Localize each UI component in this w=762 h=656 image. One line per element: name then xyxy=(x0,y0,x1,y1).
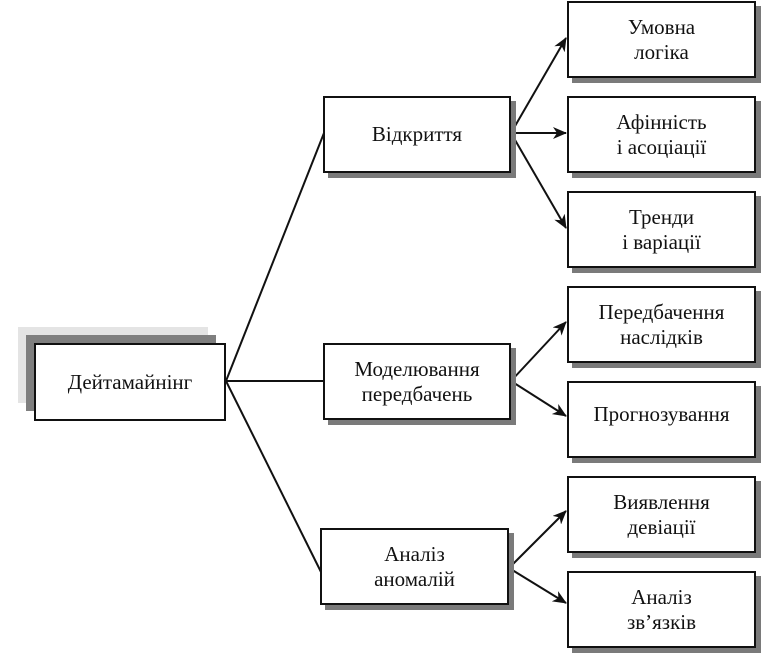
leaf-label-line1: Аналіз xyxy=(631,584,692,609)
leaf-label-line1: Виявлення xyxy=(613,489,710,514)
leaf-label-line2: девіації xyxy=(627,514,696,539)
leaf-label-line1: Прогнозування xyxy=(593,402,730,426)
branch-label-line2: аномалій xyxy=(374,566,455,591)
branch-label: Відкриття xyxy=(371,122,463,146)
arrow-to-deviation-detection xyxy=(508,510,567,569)
leaf-label-line1: Тренди xyxy=(628,204,694,229)
leaf-node-trends-variations: Тренди і варіації xyxy=(567,191,756,268)
leaf-label-line1: Передбачення xyxy=(598,299,725,324)
arrow-to-forecasting xyxy=(510,380,567,417)
leaf-label-line2: наслідків xyxy=(620,324,703,349)
branch-label-line2: передбачень xyxy=(361,381,473,406)
arrow-to-link-analysis xyxy=(508,567,567,604)
link-root-anomaly xyxy=(225,380,322,573)
leaf-node-affinity-associations: Афінність і асоціації xyxy=(567,96,756,173)
leaf-label-line2: і асоціації xyxy=(616,134,707,159)
leaf-label-line1: Афінність xyxy=(616,109,707,134)
leaf-node-deviation-detection: Виявлення девіації xyxy=(567,476,756,553)
leaf-node-link-analysis: Аналіз зв’язків xyxy=(567,571,756,648)
leaf-label-line1: Умовна xyxy=(627,14,696,39)
link-root-discovery xyxy=(225,132,325,382)
arrow-to-conditional-logic xyxy=(510,37,567,134)
branch-node-anomaly-analysis: Аналіз аномалій xyxy=(320,528,509,605)
branch-node-predictive-modeling: Моделювання передбачень xyxy=(323,343,511,420)
branch-label-line1: Аналіз xyxy=(384,541,445,566)
branch-node-discovery: Відкриття xyxy=(323,96,511,173)
leaf-label-line2: зв’язків xyxy=(626,609,697,634)
leaf-node-outcome-prediction: Передбачення наслідків xyxy=(567,286,756,363)
leaf-node-conditional-logic: Умовна логіка xyxy=(567,1,756,78)
branch-label-line1: Моделювання xyxy=(354,356,480,381)
leaf-label-line2: і варіації xyxy=(622,229,701,254)
leaf-node-forecasting: Прогнозування xyxy=(567,381,756,458)
root-label: Дейтамайнінг xyxy=(67,369,193,394)
arrow-to-trends xyxy=(510,132,567,229)
leaf-label-line2: логіка xyxy=(634,39,689,64)
arrow-to-outcome-prediction xyxy=(510,321,567,382)
root-node-datamining: Дейтамайнінг xyxy=(34,343,226,421)
